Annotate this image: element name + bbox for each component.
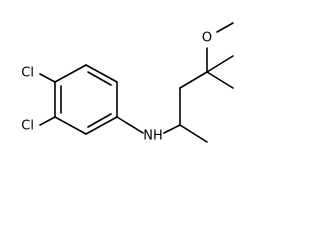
bond-ring-c5-c6 <box>85 64 118 83</box>
bond-oxygen-to-methyl <box>216 22 234 33</box>
bond-ring-c3-c4 <box>85 116 118 135</box>
bond-ring-c2-c3 <box>54 116 87 135</box>
bond-ring-inner-double-bottom-right <box>87 113 112 128</box>
bond-ring-c6-c1 <box>54 64 87 83</box>
bond-ch2-to-quaternary-c <box>179 71 208 89</box>
chlorine-label-bottom: Cl <box>21 119 34 134</box>
bond-ch-to-methyl <box>179 124 208 143</box>
chemical-structure-diagram: Cl Cl NH O <box>21 22 234 144</box>
oxygen-label: O <box>202 31 212 46</box>
bond-quaternary-c-to-methyl-top <box>206 55 234 73</box>
bond-c2-chlorine-bottom <box>39 116 56 126</box>
chlorine-label-top: Cl <box>21 66 34 81</box>
bond-ring-to-nitrogen <box>116 116 144 134</box>
atom-labels: Cl Cl NH O <box>21 31 212 144</box>
bond-ring-inner-double-top-right <box>87 71 112 86</box>
bonds <box>39 22 234 143</box>
amine-label: NH <box>143 129 163 144</box>
bond-quaternary-c-to-methyl-right <box>206 71 234 89</box>
bond-nitrogen-to-ch <box>163 124 181 134</box>
bond-c1-chlorine-top <box>39 73 56 83</box>
